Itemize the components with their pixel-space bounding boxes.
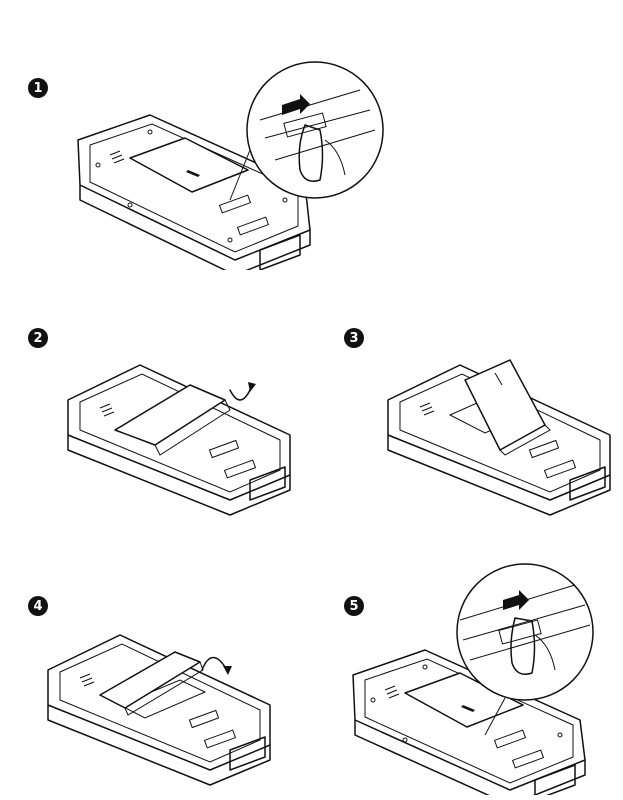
step-3-badge: 3	[344, 328, 364, 348]
magnified-latch-view	[229, 61, 384, 201]
finger-icon	[510, 617, 536, 675]
step-4-illustration	[40, 630, 280, 790]
battery-door	[404, 672, 524, 728]
step-1-illustration	[60, 50, 390, 270]
step-2-illustration	[60, 360, 300, 520]
slide-left-arrow-icon	[282, 94, 310, 115]
device-back	[47, 634, 271, 786]
step-4-badge: 4	[28, 596, 48, 616]
step-5-badge: 5	[344, 596, 364, 616]
rotate-arrow-icon	[201, 656, 228, 671]
rotate-arrow-icon	[229, 389, 251, 401]
slide-right-arrow-icon	[503, 590, 529, 610]
magnified-latch-view	[456, 563, 594, 736]
step-5-illustration	[335, 560, 623, 795]
device-back	[77, 114, 311, 270]
finger-icon	[298, 124, 324, 182]
step-3-illustration	[380, 355, 620, 520]
device-back	[352, 649, 586, 795]
device-back	[67, 364, 291, 516]
step-2-badge: 2	[28, 328, 48, 348]
battery-door	[129, 137, 249, 193]
step-1-badge: 1	[28, 78, 48, 98]
